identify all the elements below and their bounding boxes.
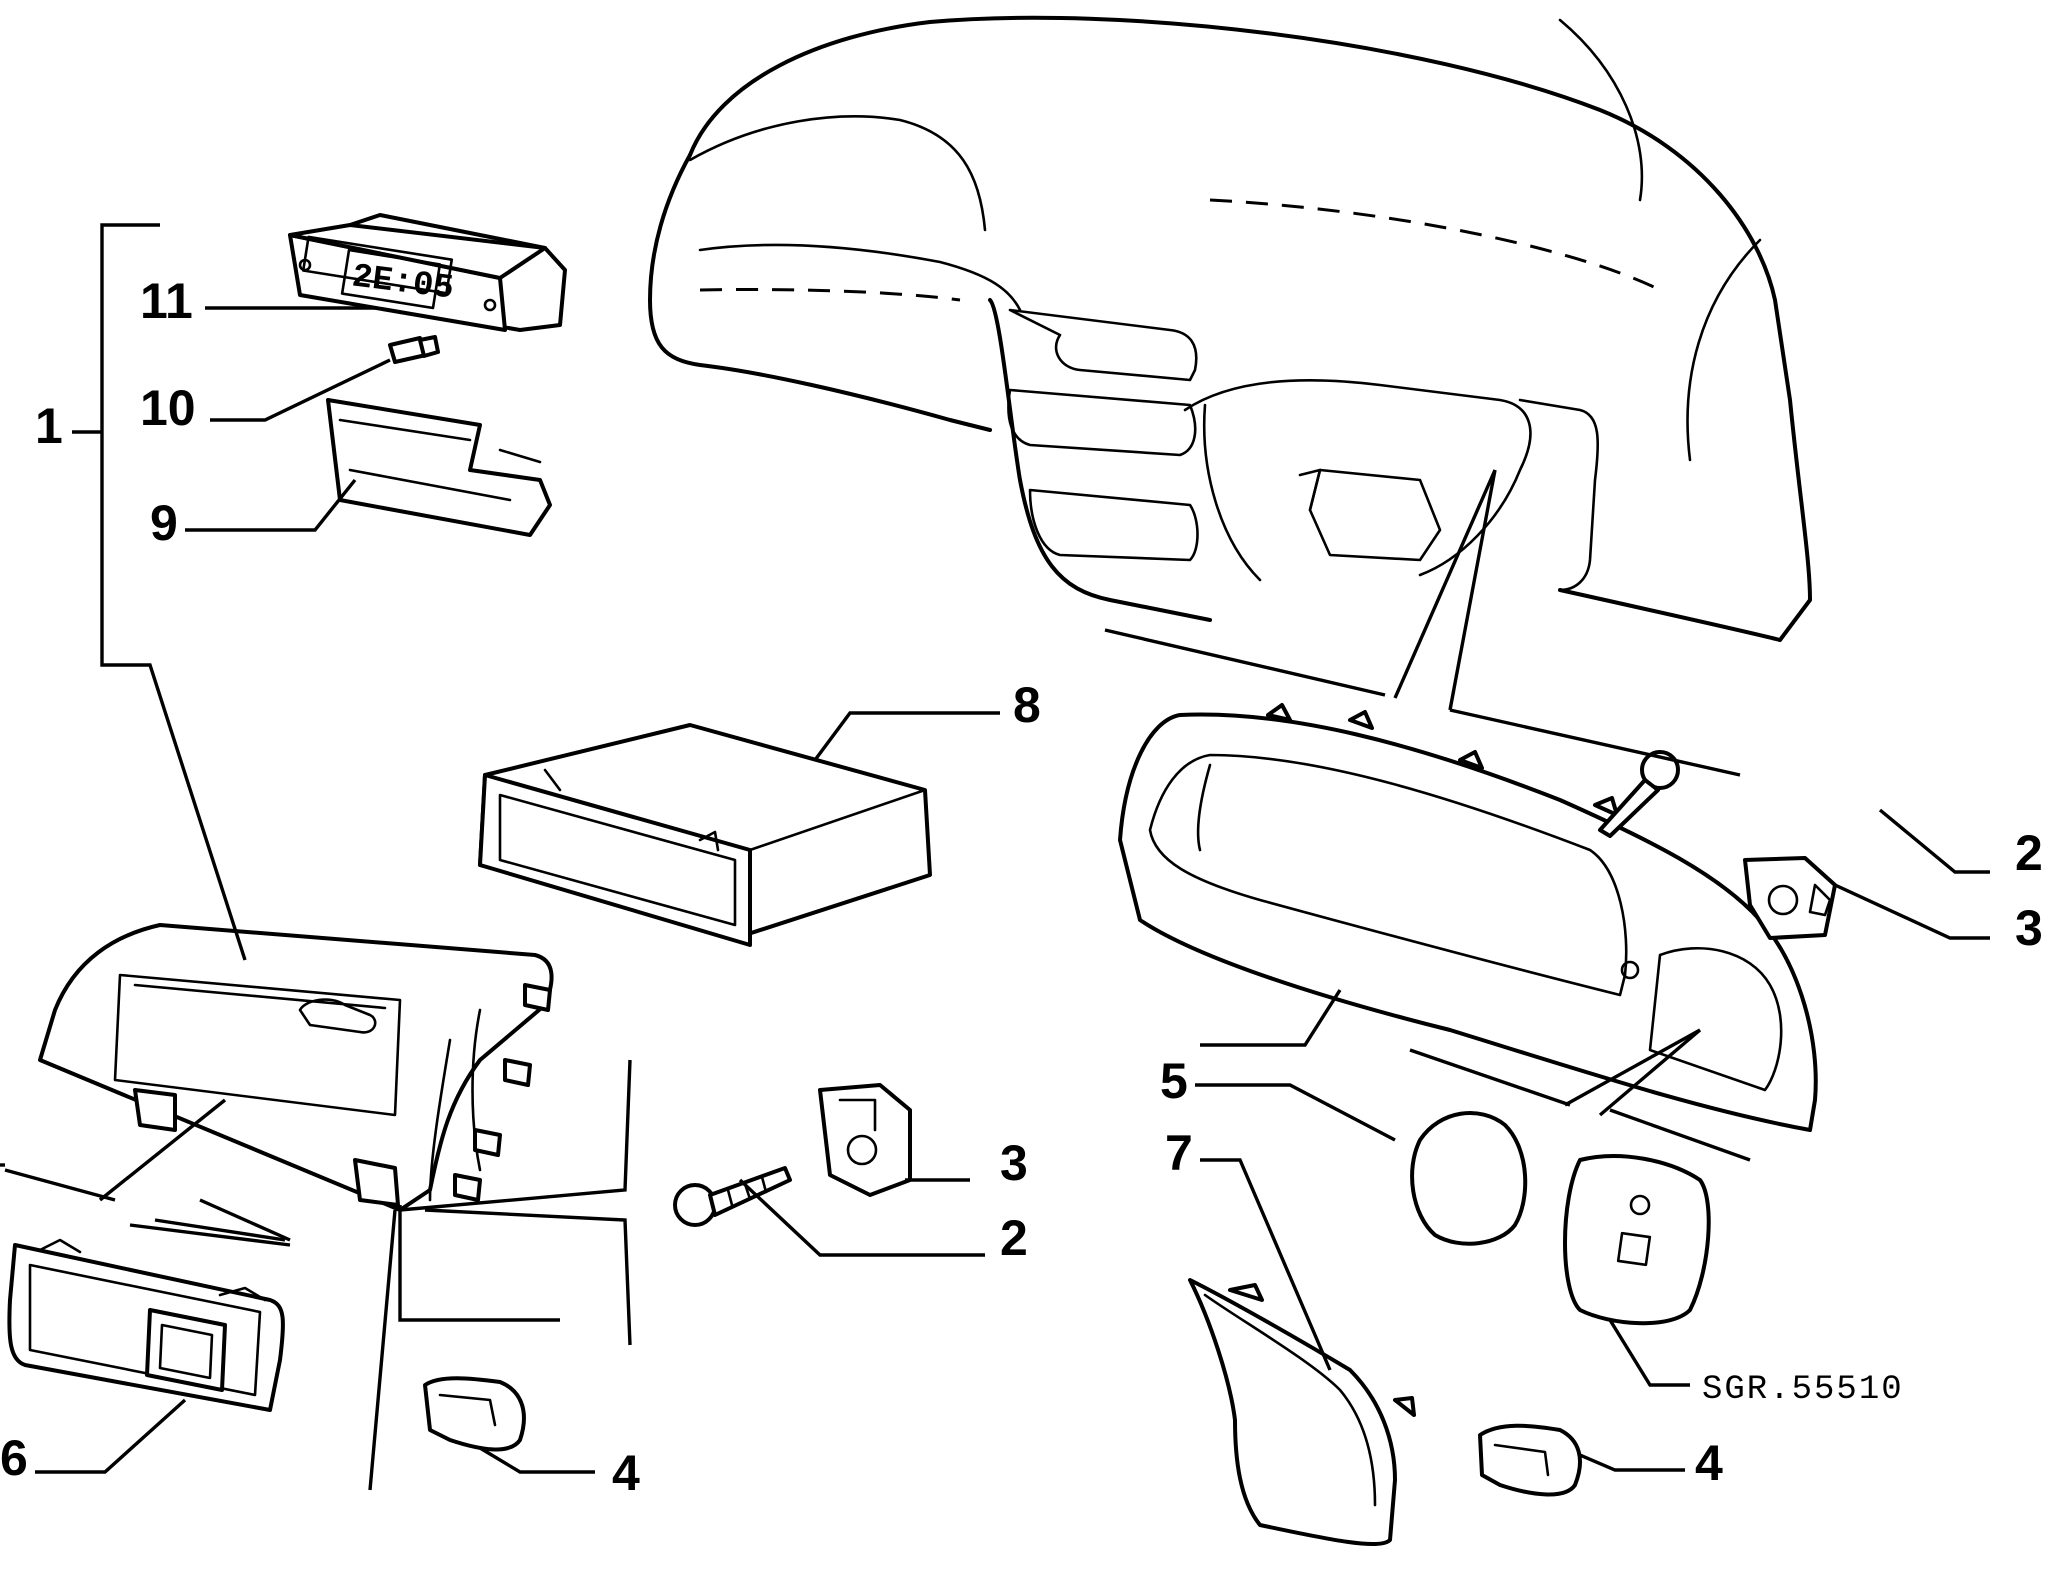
clip-nut-3-left bbox=[818, 1083, 912, 1197]
clip-4-right bbox=[1478, 1423, 1582, 1497]
dashboard-outline bbox=[648, 15, 1812, 642]
callout-2-right: 2 bbox=[2015, 825, 2043, 881]
callout-9: 9 bbox=[150, 495, 178, 551]
callout-10: 10 bbox=[140, 380, 196, 436]
callout-5: 5 bbox=[1160, 1053, 1188, 1109]
screw-2-left bbox=[673, 1166, 792, 1227]
clip-4-left bbox=[423, 1376, 526, 1452]
console-bezel bbox=[38, 923, 554, 1212]
callout-6: 6 bbox=[0, 1430, 28, 1486]
drawing-code: SGR.55510 bbox=[1702, 1371, 1904, 1409]
callout-4-right: 4 bbox=[1695, 1435, 1723, 1491]
callout-4-left: 4 bbox=[612, 1445, 640, 1501]
bracket-part bbox=[326, 398, 552, 537]
callout-numbers: 1 11 10 9 8 2 3 5 7 3 2 6 4 4 SGR.55510 bbox=[0, 273, 2043, 1501]
screw-2-right bbox=[1598, 750, 1680, 838]
callout-2-left: 2 bbox=[1000, 1210, 1028, 1266]
callout-3-right: 3 bbox=[2015, 900, 2043, 956]
round-cover bbox=[1410, 1111, 1528, 1246]
cluster-hood bbox=[1118, 703, 1818, 1132]
storage-pocket bbox=[478, 723, 932, 947]
callout-8: 8 bbox=[1013, 677, 1041, 733]
callout-1: 1 bbox=[35, 398, 63, 454]
small-screw bbox=[388, 335, 440, 364]
clock-unit: 2E:05 bbox=[288, 213, 567, 332]
switch-panel bbox=[7, 1238, 285, 1412]
rotary-switch bbox=[1563, 1154, 1711, 1326]
leader-lines bbox=[0, 223, 1990, 1491]
callout-7: 7 bbox=[1165, 1125, 1193, 1181]
side-trim-panel bbox=[1188, 1278, 1416, 1546]
callout-11: 11 bbox=[140, 273, 193, 329]
callout-3-left: 3 bbox=[1000, 1135, 1028, 1191]
clip-nut-3-right bbox=[1743, 856, 1837, 940]
